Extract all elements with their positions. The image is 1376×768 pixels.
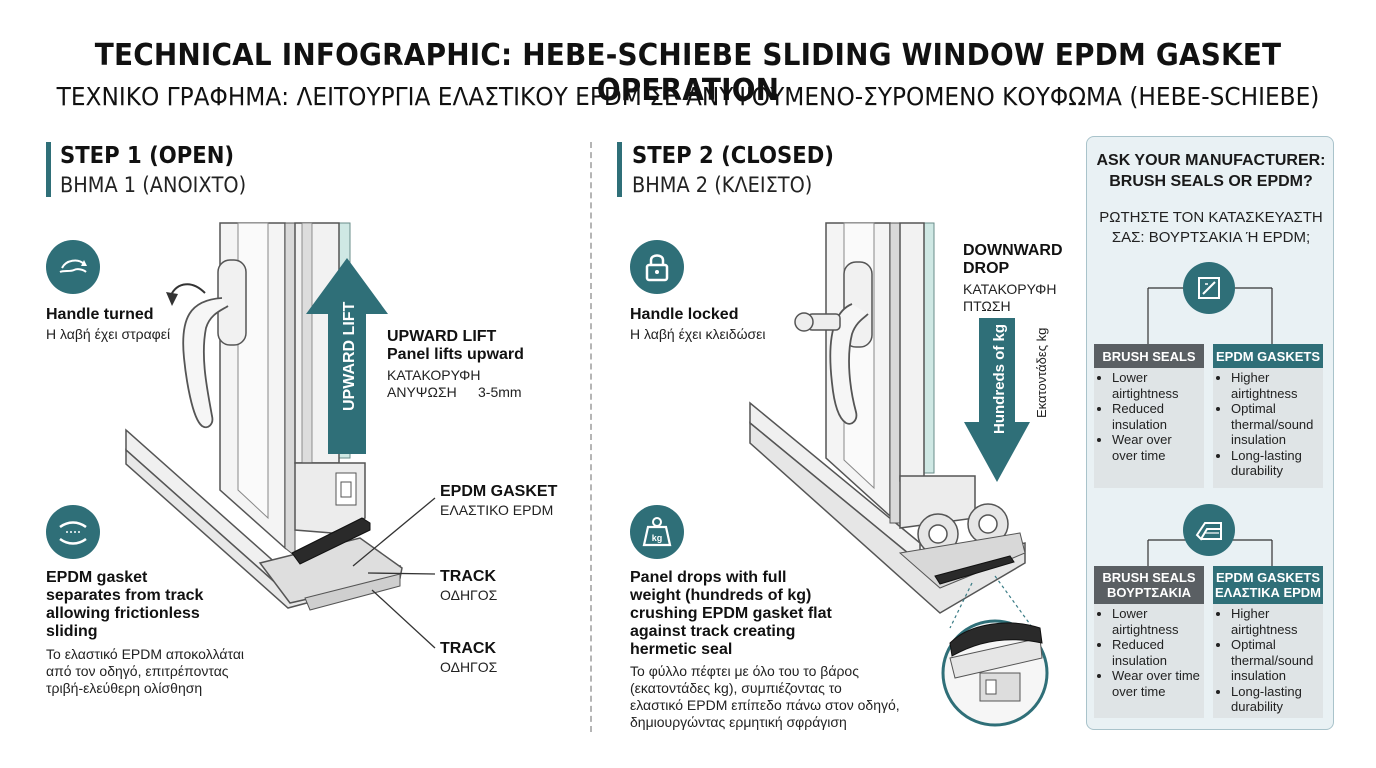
track-label: TRACK bbox=[440, 568, 496, 585]
weight-kg-icon: kg bbox=[630, 505, 684, 559]
step2-accent-bar bbox=[617, 142, 622, 197]
epdm-step1-greek-3: τριβή-ελεύθερη ολίσθηση bbox=[46, 680, 203, 696]
card-brush-seals-greek-item: Wear over time over time bbox=[1112, 668, 1200, 699]
downward-drop-title-2: DROP bbox=[963, 260, 1010, 277]
card-brush-seals-greek-item: Lower airtightness bbox=[1112, 606, 1200, 637]
handle-locked-label: Handle locked bbox=[630, 306, 739, 323]
section-divider bbox=[590, 142, 592, 732]
downward-drop-greek-1: ΚΑΤΑΚΟΡΥΦΗ bbox=[963, 281, 1057, 297]
panel-drop-desc-2: weight (hundreds of kg) bbox=[630, 587, 812, 604]
panel-drop-desc-3: crushing EPDM gasket flat bbox=[630, 605, 832, 622]
step1-accent-bar bbox=[46, 142, 51, 197]
downward-drop-title-1: DOWNWARD bbox=[963, 242, 1063, 259]
card-brush-seals-item: Lower airtightness bbox=[1112, 370, 1200, 401]
epdm-step1-desc-4: sliding bbox=[46, 623, 98, 640]
upward-lift-arrow: UPWARD LIFT bbox=[306, 258, 388, 454]
step1-title-greek: ΒΗΜΑ 1 (ΑΝΟΙΧΤΟ) bbox=[60, 173, 247, 197]
downward-drop-greek-2: ΠΤΩΣΗ bbox=[963, 298, 1011, 314]
card-epdm-gaskets-item: Higher airtightness bbox=[1231, 370, 1319, 401]
panel-drop-greek-1: Το φύλλο πέφτει με όλο του το βάρος bbox=[630, 663, 859, 679]
panel-subtitle-2: ΣΑΣ: ΒΟΥΡΤΣΑΚΙΑ Ή EPDM; bbox=[1111, 229, 1311, 246]
epdm-gasket-label-greek: ΕΛΑΣΤΙΚΟ EPDM bbox=[440, 502, 554, 518]
card-epdm-gaskets-item: Optimal thermal/sound insulation bbox=[1231, 401, 1319, 448]
handle-turned-label: Handle turned bbox=[46, 306, 154, 323]
gasket-separation-icon bbox=[46, 505, 100, 559]
panel-title-1: ASK YOUR MANUFACTURER: bbox=[1096, 152, 1326, 169]
card-brush-seals-greek-header-gr: ΒΟΥΡΤΣΑΚΙΑ bbox=[1107, 585, 1191, 600]
step2-title-greek: ΒΗΜΑ 2 (ΚΛΕΙΣΤΟ) bbox=[632, 173, 813, 197]
panel-connector-bottom bbox=[1147, 539, 1273, 566]
panel-title-2: BRUSH SEALS OR EPDM? bbox=[1109, 173, 1313, 190]
panel-drop-desc-4: against track creating bbox=[630, 623, 796, 640]
downward-drop-arrow-side-text: Εκατοντάδες kg bbox=[1034, 328, 1049, 418]
upward-lift-arrow-label: UPWARD LIFT bbox=[341, 301, 358, 411]
step2-window-diagram bbox=[749, 222, 1049, 727]
handle-locked-label-greek: Η λαβή έχει κλειδώσει bbox=[630, 326, 766, 342]
upward-lift-subtitle: Panel lifts upward bbox=[387, 346, 524, 363]
panel-drop-desc-5: hermetic seal bbox=[630, 641, 733, 658]
downward-drop-arrow: Hundreds of kg bbox=[964, 318, 1030, 482]
epdm-step1-desc-1: EPDM gasket bbox=[46, 569, 148, 586]
epdm-step1-greek-2: από τον οδηγό, επιτρέποντας bbox=[46, 663, 229, 679]
panel-drop-greek-2: (εκατοντάδες kg), συμπιέζοντας το bbox=[630, 680, 842, 696]
card-epdm-gaskets-greek-header: EPDM GASKETS ΕΛΑΣΤΙΚΑ EPDM bbox=[1213, 566, 1323, 604]
card-brush-seals-greek-header-en: BRUSH SEALS bbox=[1102, 570, 1196, 585]
upward-lift-greek-1: ΚΑΤΑΚΟΡΥΦΗ bbox=[387, 367, 481, 383]
panel-connector-top bbox=[1147, 287, 1273, 344]
card-epdm-gaskets-item: Long-lasting durability bbox=[1231, 448, 1319, 479]
card-brush-seals-item: Reduced insulation bbox=[1112, 401, 1200, 432]
card-epdm-gaskets-greek-item: Optimal thermal/sound insulation bbox=[1231, 637, 1319, 684]
padlock-icon bbox=[630, 240, 684, 294]
svg-text:kg: kg bbox=[652, 533, 663, 543]
card-epdm-gaskets-greek-item: Higher airtightness bbox=[1231, 606, 1319, 637]
card-epdm-gaskets-greek-item: Long-lasting durability bbox=[1231, 684, 1319, 715]
panel-drop-greek-4: δημιουργώντας ερμητική σφράγιση bbox=[630, 714, 847, 730]
main-subtitle-greek: ΤΕΧΝΙΚΟ ΓΡΑΦΗΜΑ: ΛΕΙΤΟΥΡΓΙΑ ΕΛΑΣΤΙΚΟΥ EP… bbox=[56, 82, 1320, 111]
handle-turned-icon bbox=[46, 240, 100, 294]
svg-text:Εκατοντάδες kg: Εκατοντάδες kg bbox=[1034, 328, 1049, 418]
card-epdm-gaskets-body: Higher airtightness Optimal thermal/soun… bbox=[1213, 368, 1323, 488]
card-brush-seals-body: Lower airtightness Reduced insulation We… bbox=[1094, 368, 1204, 488]
card-brush-seals-header: BRUSH SEALS bbox=[1094, 344, 1204, 368]
card-brush-seals-greek-body: Lower airtightness Reduced insulation We… bbox=[1094, 604, 1204, 718]
upward-lift-value: 3-5mm bbox=[478, 384, 522, 400]
card-epdm-gaskets-greek-header-en: EPDM GASKETS bbox=[1215, 570, 1320, 585]
card-brush-seals-greek-item: Reduced insulation bbox=[1112, 637, 1200, 668]
track-label-2: TRACK bbox=[440, 640, 496, 657]
inspection-tool-icon bbox=[1183, 262, 1235, 314]
panel-drop-desc-1: Panel drops with full bbox=[630, 569, 787, 586]
card-epdm-gaskets-greek-body: Higher airtightness Optimal thermal/soun… bbox=[1213, 604, 1323, 718]
panel-drop-greek-3: ελαστικό EPDM επίπεδο πάνω στον οδηγό, bbox=[630, 697, 900, 713]
step2-title: STEP 2 (CLOSED) bbox=[632, 143, 834, 169]
main-title: TECHNICAL INFOGRAPHIC: HEBE-SCHIEBE SLID… bbox=[94, 38, 1282, 108]
upward-lift-greek-2: ΑΝΥΨΩΣΗ bbox=[387, 384, 457, 400]
card-brush-seals-greek-header: BRUSH SEALS ΒΟΥΡΤΣΑΚΙΑ bbox=[1094, 566, 1204, 604]
card-brush-seals-item: Wear over over time bbox=[1112, 432, 1200, 463]
upward-lift-title: UPWARD LIFT bbox=[387, 328, 497, 345]
track-label-2-greek: ΟΔΗΓΟΣ bbox=[440, 659, 498, 675]
panel-subtitle-1: ΡΩΤΗΣΤΕ ΤΟΝ ΚΑΤΑΣΚΕΥΑΣΤΗ bbox=[1099, 209, 1323, 226]
track-label-greek: ΟΔΗΓΟΣ bbox=[440, 587, 498, 603]
epdm-step1-greek-1: Το ελαστικό EPDM αποκολλάται bbox=[46, 646, 245, 662]
step1-title: STEP 1 (OPEN) bbox=[60, 143, 235, 169]
epdm-step1-desc-3: allowing frictionless bbox=[46, 605, 200, 622]
downward-drop-arrow-label: Hundreds of kg bbox=[991, 324, 1008, 434]
epdm-step1-desc-2: separates from track bbox=[46, 587, 204, 604]
handle-turned-label-greek: Η λαβή έχει στραφεί bbox=[46, 326, 171, 342]
card-epdm-gaskets-greek-header-gr: ΕΛΑΣΤΙΚΑ EPDM bbox=[1214, 585, 1322, 600]
gasket-profile-icon bbox=[1183, 504, 1235, 556]
epdm-gasket-label: EPDM GASKET bbox=[440, 483, 558, 500]
card-epdm-gaskets-header: EPDM GASKETS bbox=[1213, 344, 1323, 368]
